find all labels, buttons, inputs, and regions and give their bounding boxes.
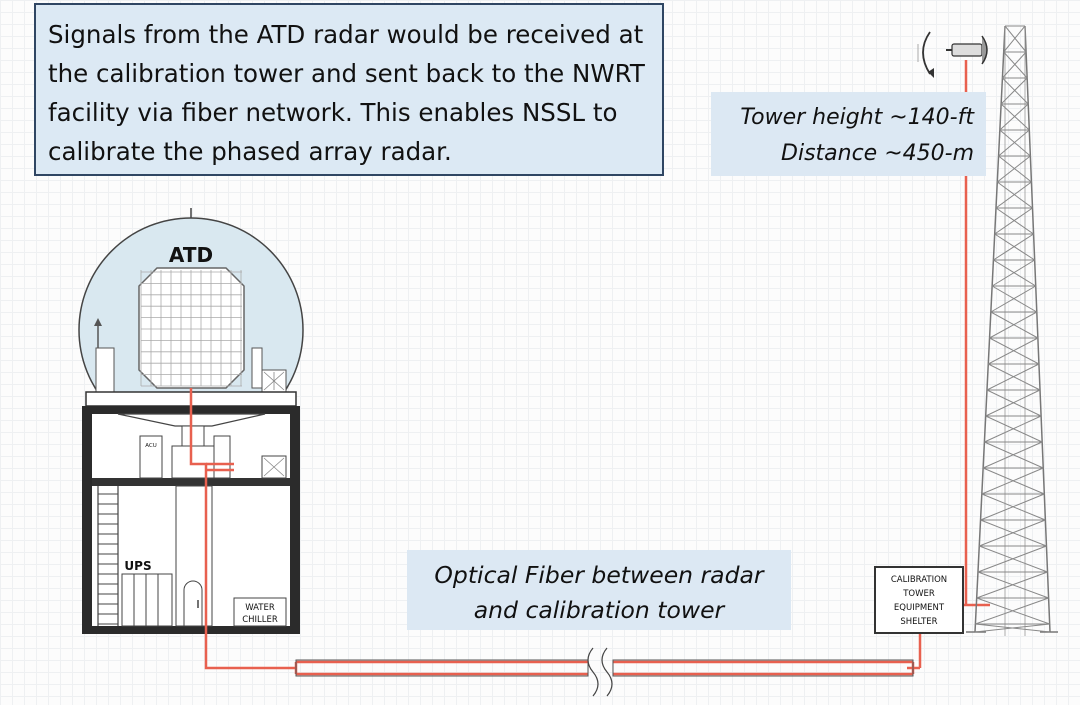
fiber-label-line1: Optical Fiber between radar — [434, 561, 764, 589]
ups-unit — [121, 573, 173, 627]
mast-arrow-icon — [94, 318, 102, 326]
radar-name-label: ATD — [169, 243, 213, 267]
roof-cabinet-left — [95, 347, 115, 393]
description-callout: Signals from the ATD radar would be rece… — [34, 3, 664, 176]
shelter-label-line3: EQUIPMENT — [894, 603, 945, 613]
rotary-joint — [171, 445, 215, 479]
chiller-label-line2: CHILLER — [242, 615, 278, 625]
pedestal-base — [181, 425, 205, 447]
ups-cells — [133, 574, 159, 626]
equipment-rack — [213, 435, 231, 479]
acu-unit — [139, 435, 163, 479]
distance-break-marks — [587, 647, 613, 697]
fiber-callout: Optical Fiber between radar and calibrat… — [407, 550, 791, 630]
tower-braces — [974, 25, 1051, 633]
floor-slab — [92, 478, 290, 486]
roof-post — [251, 347, 263, 389]
shelter-label-line1: CALIBRATION — [891, 575, 947, 585]
shelter-label-line4: SHELTER — [900, 617, 937, 627]
stair-steps — [98, 493, 118, 625]
shelter-label-line2: TOWER — [902, 589, 935, 599]
tower-height-text: Tower height ~140-ft — [740, 105, 974, 130]
calibration-antenna — [917, 31, 988, 78]
tower-distance-text: Distance ~450-m — [781, 141, 974, 166]
fiber-conduit — [295, 659, 914, 677]
door — [183, 580, 203, 627]
ups-label: UPS — [124, 559, 151, 573]
cabinet-grill — [263, 457, 285, 477]
tower-info-callout: Tower height ~140-ft Distance ~450-m — [711, 92, 986, 176]
acu-label: ACU — [145, 443, 157, 449]
fiber-label-line2: and calibration tower — [473, 596, 725, 624]
roof-hvac-grill — [263, 371, 285, 391]
stairs — [97, 486, 119, 626]
chiller-label-line1: WATER — [245, 603, 275, 613]
water-chiller-unit — [233, 597, 287, 627]
calibration-shelter — [874, 566, 964, 634]
phased-array-panel — [138, 267, 245, 389]
